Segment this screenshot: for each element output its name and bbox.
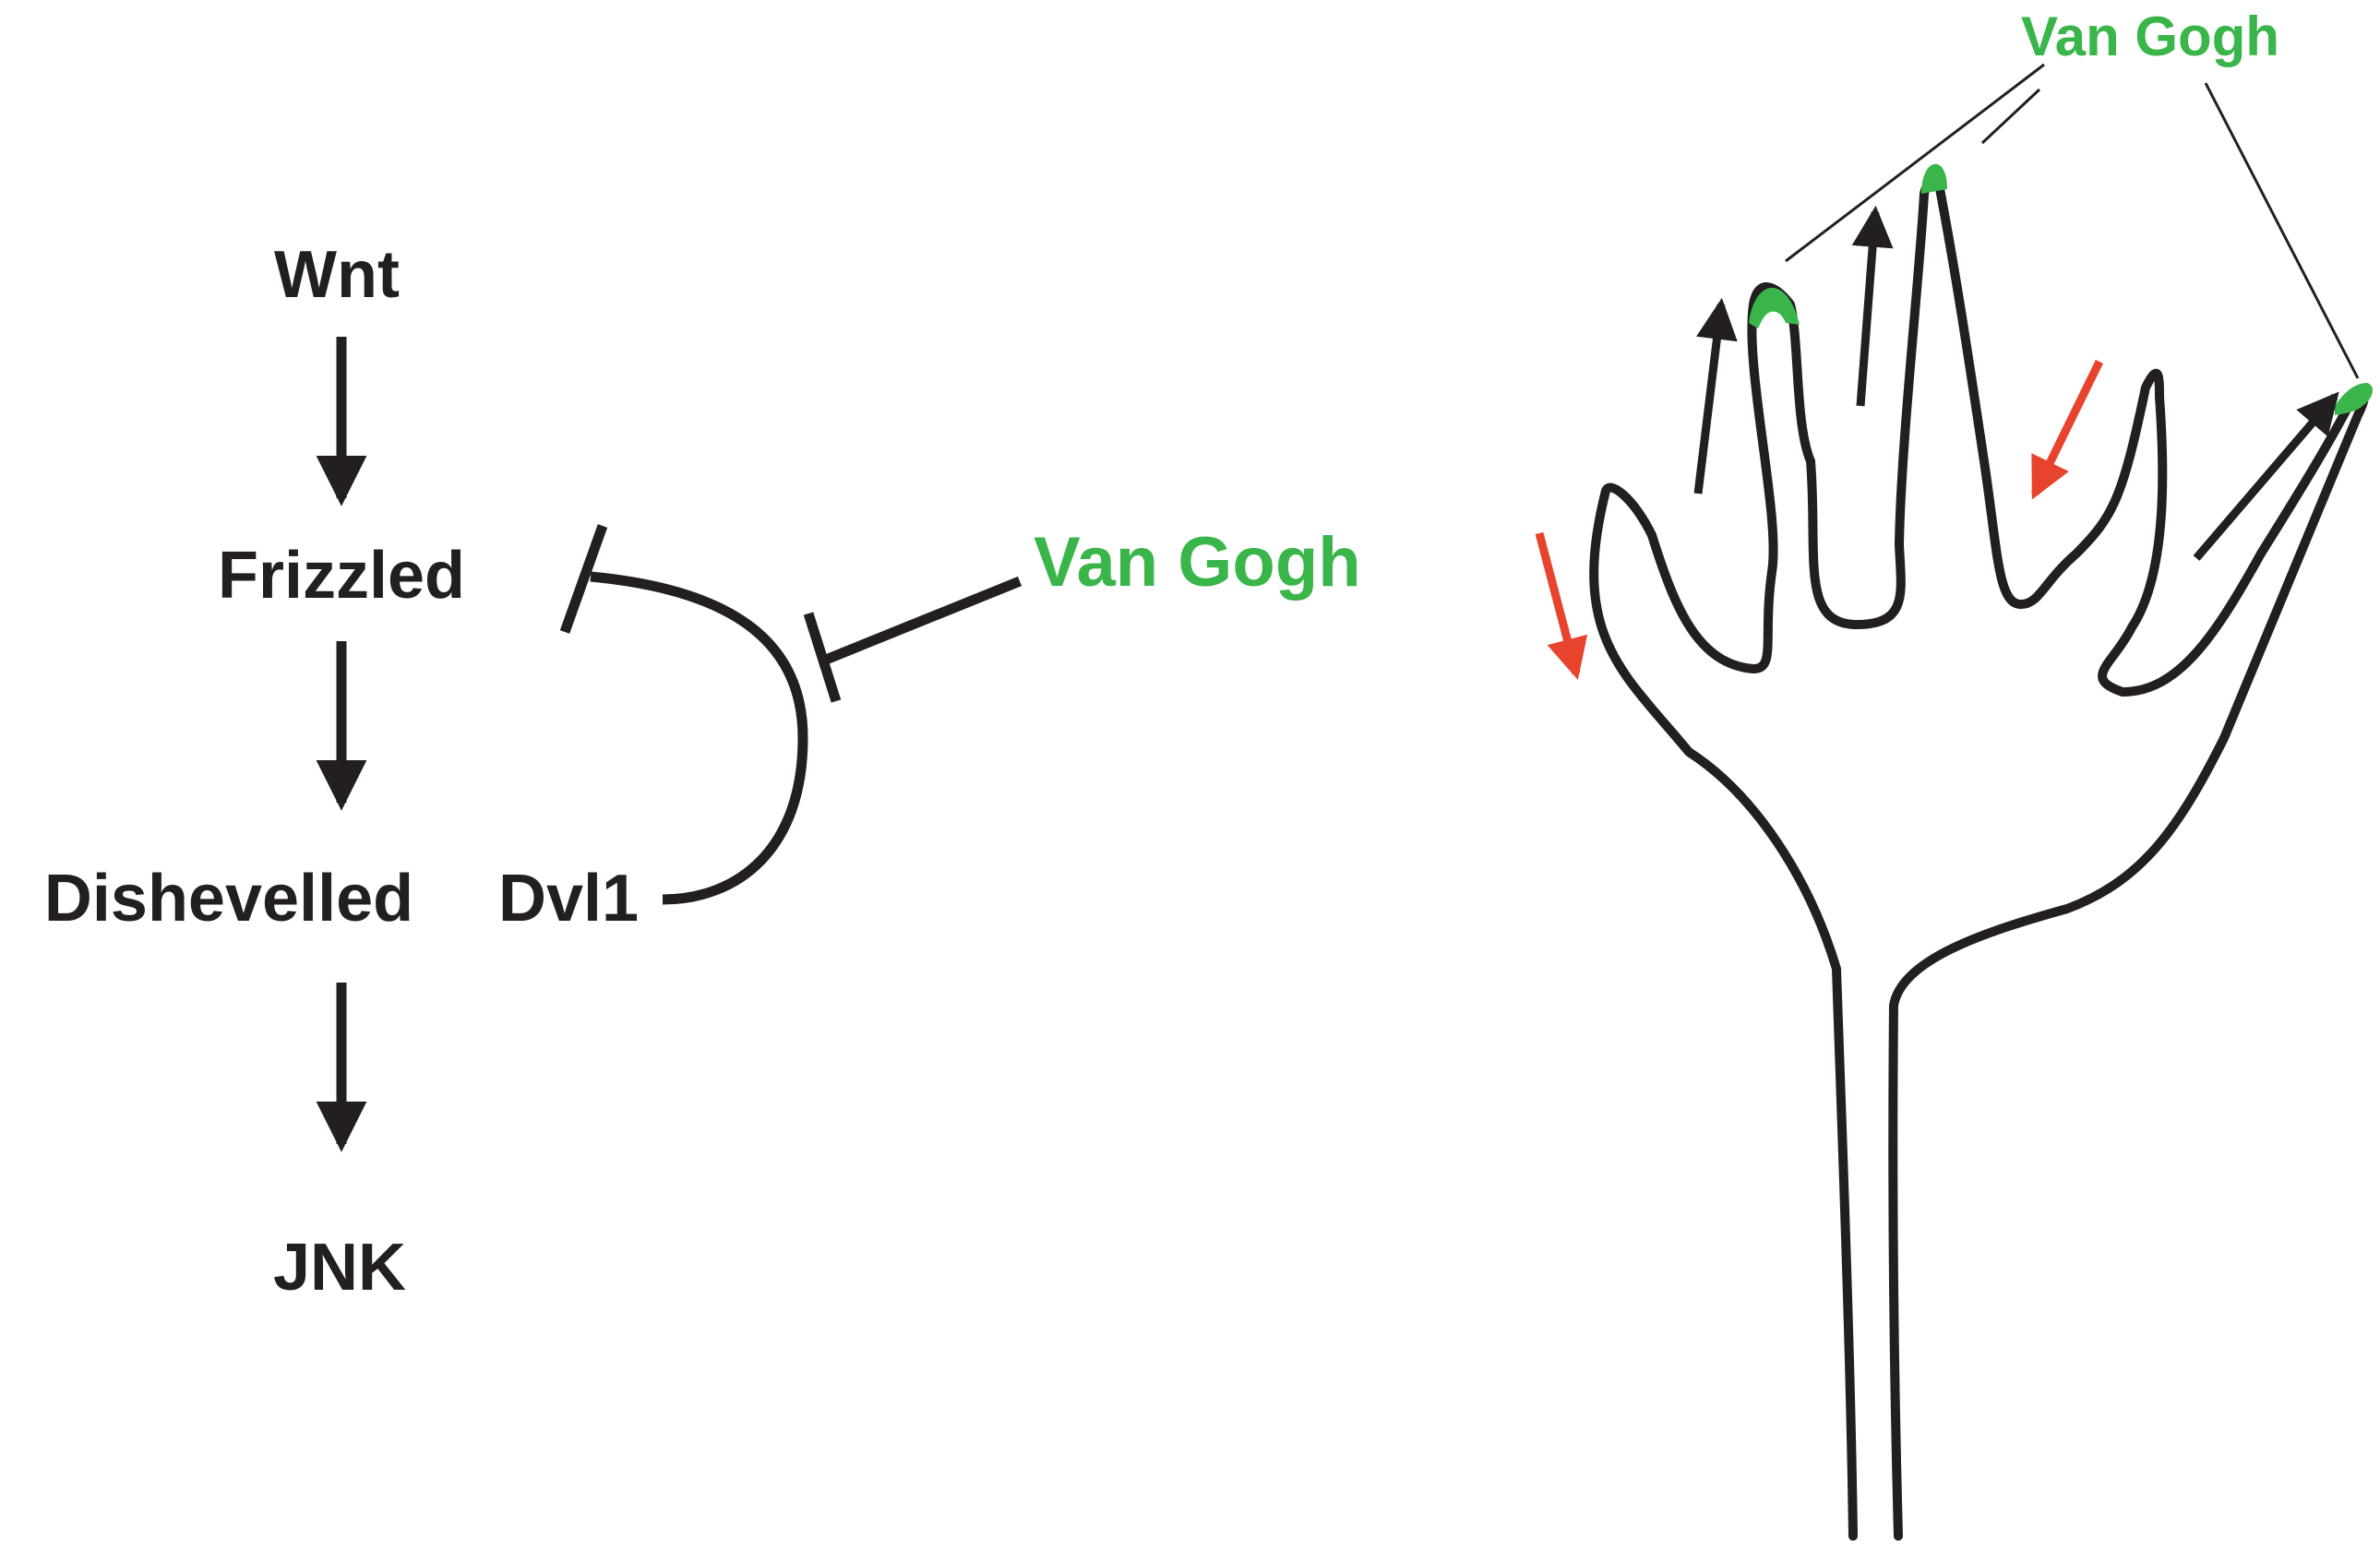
wnt-label: Wnt bbox=[274, 238, 400, 312]
dendrite-panel: Van Gogh bbox=[1535, 6, 2374, 1541]
leader-line-tip-3 bbox=[2204, 82, 2360, 379]
dvl1-curve-inhibition-bar bbox=[803, 612, 842, 703]
van-gogh-tips bbox=[1749, 163, 2374, 415]
retraction-arrow-2 bbox=[2030, 360, 2104, 500]
frizzled-label: Frizzled bbox=[218, 539, 465, 613]
growth-arrow-1 bbox=[1693, 297, 1738, 494]
van-gogh-pathway-label: Van Gogh bbox=[1034, 523, 1361, 602]
dvl1-inhibits-frizzled-curve bbox=[590, 571, 808, 905]
van-gogh-dendrite-label: Van Gogh bbox=[2021, 6, 2279, 67]
retraction-arrow-1 bbox=[1535, 531, 1588, 680]
van-gogh-tip-1 bbox=[1749, 287, 1800, 328]
pathway-panel: Wnt Frizzled Dishevelled Dvl1 JNK Van Go… bbox=[44, 238, 1361, 1305]
van-gogh-tip-3 bbox=[2335, 383, 2374, 415]
van-gogh-inhibition-line bbox=[823, 576, 1023, 665]
dvl1-label: Dvl1 bbox=[498, 862, 639, 935]
dishevelled-label: Dishevelled bbox=[44, 862, 413, 935]
frizzled-inhibition-bar bbox=[559, 524, 608, 634]
growth-arrow-3 bbox=[2193, 391, 2339, 561]
dendrite-outline bbox=[1589, 175, 2369, 1541]
growth-arrow-2 bbox=[1851, 205, 1894, 407]
jnk-label: JNK bbox=[273, 1231, 406, 1305]
leader-line-tip-1 bbox=[1785, 63, 2045, 263]
van-gogh-tip-2 bbox=[1921, 163, 1947, 194]
leader-line-tip-2 bbox=[1980, 88, 2041, 145]
